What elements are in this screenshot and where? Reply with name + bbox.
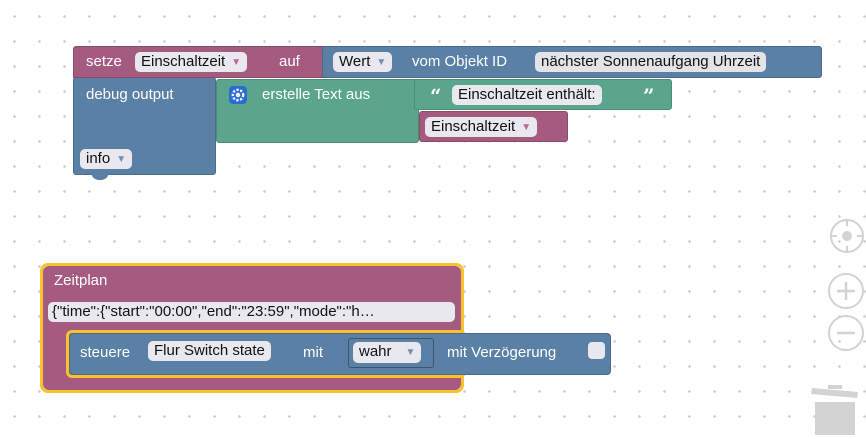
variable-dropdown[interactable]: Einschaltzeit▼ — [135, 52, 248, 72]
chevron-down-icon: ▼ — [116, 154, 127, 165]
close-quote-icon: ” — [643, 84, 655, 108]
schedule-config-field[interactable]: {"time":{"start":"00:00","end":"23:59","… — [48, 302, 455, 322]
setze-label: setze — [86, 53, 122, 70]
trash-icon[interactable] — [810, 382, 860, 435]
text-string-field[interactable]: Einschaltzeit enthält: — [452, 85, 602, 105]
value-dropdown[interactable]: Wert▼ — [333, 52, 393, 72]
control-target-field[interactable]: Flur Switch state — [148, 341, 271, 361]
boolean-dropdown[interactable]: wahr▼ — [353, 342, 422, 363]
recenter-icon[interactable] — [830, 219, 864, 253]
create-text-label: erstelle Text aus — [262, 86, 371, 103]
zoom-in-icon[interactable] — [828, 273, 864, 309]
object-id-field[interactable]: nächster Sonnenaufgang Uhrzeit — [535, 52, 767, 72]
schedule-title: Zeitplan — [54, 272, 108, 289]
object-id-label: vom Objekt ID — [412, 53, 508, 70]
delay-label: mit Verzögerung — [447, 344, 557, 361]
debug-block-notch — [91, 172, 109, 180]
chevron-down-icon: ▼ — [521, 122, 532, 133]
schedule-block-highlight — [40, 263, 464, 393]
log-level-dropdown[interactable]: info▼ — [80, 149, 133, 169]
debug-output-label: debug output — [86, 86, 174, 103]
create-text-block[interactable] — [216, 79, 419, 143]
control-label: steuere — [80, 344, 131, 361]
zoom-out-icon[interactable] — [828, 315, 864, 351]
delay-checkbox[interactable] — [588, 342, 605, 359]
auf-label: auf — [279, 53, 300, 70]
open-quote-icon: “ — [430, 84, 442, 108]
getter-variable-dropdown[interactable]: Einschaltzeit▼ — [425, 117, 538, 137]
control-mit-label: mit — [303, 344, 323, 361]
chevron-down-icon: ▼ — [376, 57, 387, 68]
chevron-down-icon: ▼ — [231, 57, 242, 68]
gear-icon[interactable] — [229, 86, 247, 104]
chevron-down-icon: ▼ — [405, 347, 416, 358]
